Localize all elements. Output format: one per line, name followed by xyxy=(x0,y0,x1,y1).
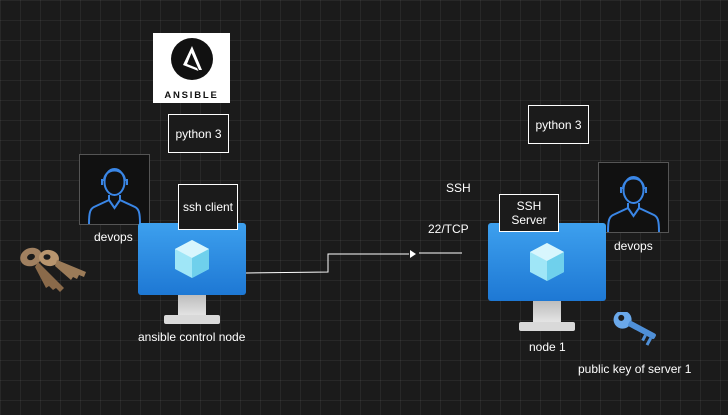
monitor-stand xyxy=(178,295,206,317)
ssh-client-box: ssh client xyxy=(178,184,238,230)
python-right-box: python 3 xyxy=(528,105,589,144)
connection-arrow xyxy=(245,250,462,274)
devops-right-label: devops xyxy=(614,239,653,253)
key-icon xyxy=(613,312,656,346)
ssh-server-box: SSH Server xyxy=(499,194,559,232)
devops-left-label: devops xyxy=(94,230,133,244)
ansible-logo-text: ANSIBLE xyxy=(164,90,219,101)
control-node-label: ansible control node xyxy=(138,330,246,344)
monitor-base xyxy=(164,315,220,324)
virtual-machine-icon xyxy=(175,240,209,278)
port-label: 22/TCP xyxy=(428,222,469,236)
control-node-monitor xyxy=(138,223,246,324)
ansible-logo: ANSIBLE xyxy=(153,33,230,103)
node1-monitor xyxy=(488,223,606,331)
ansible-logo-icon xyxy=(171,38,213,80)
user-avatar-icon xyxy=(88,168,141,225)
monitor-base xyxy=(519,322,575,331)
ssh-server-line1: SSH xyxy=(516,199,542,213)
ssh-label: SSH xyxy=(446,181,471,195)
monitor-stand xyxy=(533,301,561,323)
node1-label: node 1 xyxy=(529,340,566,354)
devops-right-avatar xyxy=(598,162,669,233)
python-left-box: python 3 xyxy=(168,114,229,153)
virtual-machine-icon xyxy=(530,243,564,281)
user-avatar-icon xyxy=(607,176,660,233)
ssh-server-line2: Server xyxy=(511,213,547,227)
keys-icon xyxy=(20,247,86,292)
devops-left-avatar xyxy=(79,154,150,225)
public-key-label: public key of server 1 xyxy=(578,362,692,376)
